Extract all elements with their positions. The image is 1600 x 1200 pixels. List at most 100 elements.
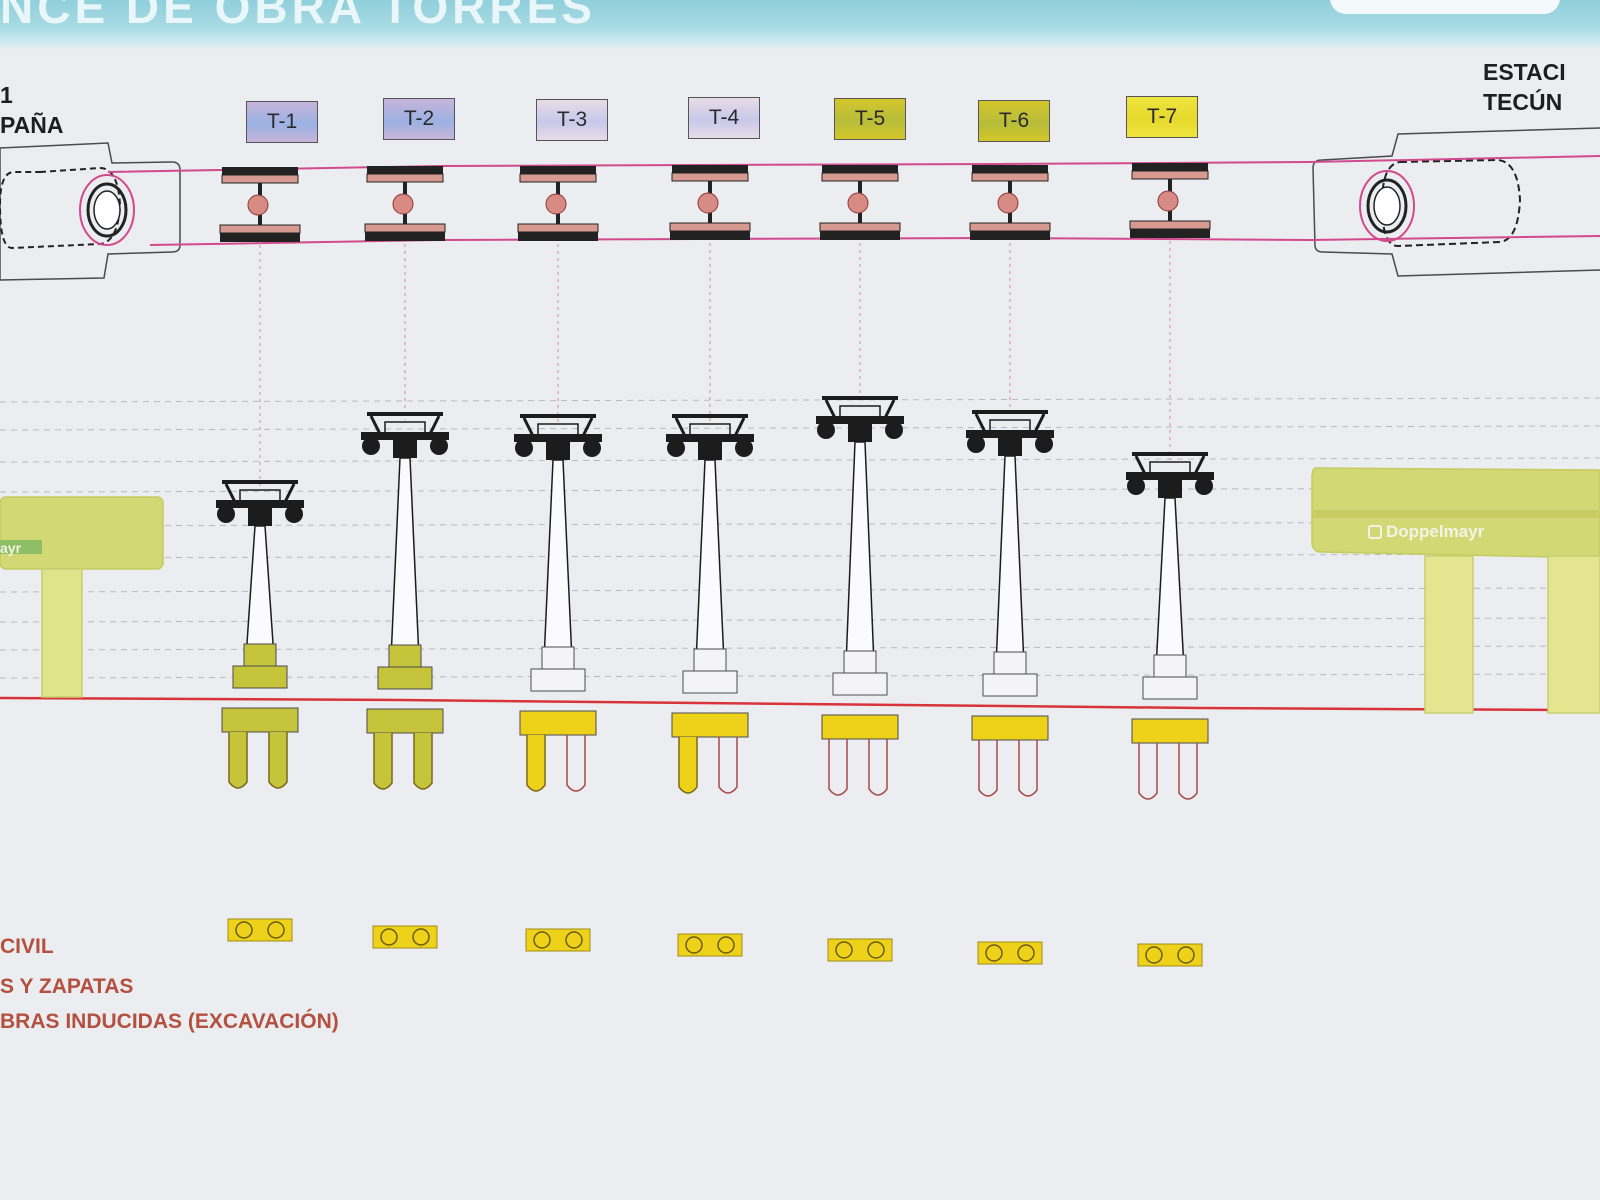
tower-4-footprint-pile-left <box>685 936 703 954</box>
tower-5-mast <box>845 441 875 666</box>
tower-1 <box>216 167 304 942</box>
tower-tag-4: T-4 <box>688 97 760 139</box>
station-right-elevation <box>1311 467 1600 714</box>
tower-6-pile-cap <box>971 715 1049 741</box>
tower-6-plan-top-rail <box>972 165 1048 174</box>
tower-3-sheave-right <box>583 439 601 457</box>
doppelmayr-logo-icon <box>1368 525 1382 539</box>
station-left-elevation <box>0 496 164 698</box>
tower-6-sheave-right <box>1035 435 1053 453</box>
tower-2 <box>361 166 449 949</box>
tower-1-footprint-pile-left <box>235 921 253 939</box>
grid-line-1 <box>0 397 1600 403</box>
tower-1-base-block <box>243 643 277 669</box>
tower-2-plan-bottom-rail <box>365 232 445 241</box>
tower-2-crossarm <box>367 412 443 416</box>
tower-3-head-hub <box>546 440 570 460</box>
tower-5-sheave-right <box>885 421 903 439</box>
tower-2-mast <box>390 457 420 660</box>
tower-6-plan-top-beam <box>971 172 1049 182</box>
tower-2-head-beam <box>361 432 449 440</box>
tower-4-pile-right <box>718 737 738 794</box>
tower-3-head-beam <box>514 434 602 442</box>
tower-3-plan-top-rail <box>520 166 596 175</box>
tower-5-sheave-left <box>817 421 835 439</box>
tower-2-sheave-left <box>362 437 380 455</box>
tower-6-footprint-pile-right <box>1017 944 1035 962</box>
tower-3-base-collar <box>530 668 586 692</box>
tower-tag-6: T-6 <box>978 100 1050 142</box>
tower-7-pile-cap <box>1131 718 1209 744</box>
tower-3-crossarm <box>520 414 596 418</box>
tower-2-pile-left <box>373 733 393 790</box>
tower-5 <box>816 165 904 962</box>
tower-4-base-collar <box>682 670 738 694</box>
tower-1-footprint <box>227 918 293 942</box>
legend-item-excavacion: BRAS INDUCIDAS (EXCAVACIÓN) <box>0 1010 339 1033</box>
tower-5-plan-mast <box>847 192 869 214</box>
tower-4-footprint-pile-right <box>717 936 735 954</box>
tower-7-head-beam <box>1126 472 1214 480</box>
tower-3-pile-right <box>566 735 586 792</box>
tower-3 <box>514 166 602 952</box>
tower-7-pile-right <box>1178 743 1198 800</box>
tower-4-plan-mast <box>697 192 719 214</box>
station-left-label: 1 PAÑA <box>0 82 64 138</box>
tower-3-plan-top-beam <box>519 173 597 183</box>
tower-4 <box>666 165 754 957</box>
tower-7-plan-mast <box>1157 190 1179 212</box>
grid-line-3 <box>0 457 1600 463</box>
tower-2-footprint-pile-left <box>380 928 398 946</box>
station-right-label: ESTACI TECÚN <box>1483 59 1566 115</box>
tower-7-sheave-left <box>1127 477 1145 495</box>
tower-1-head-beam <box>216 500 304 508</box>
header-banner: NCE DE OBRA TORRES <box>0 0 1600 50</box>
tower-tag-2: T-2 <box>383 98 455 140</box>
tower-6-head-beam <box>966 430 1054 438</box>
tower-2-base-collar <box>377 666 433 690</box>
tower-7-base-collar <box>1142 676 1198 700</box>
tower-2-plan-top-beam <box>366 173 444 183</box>
tower-3-plan-mast <box>545 193 567 215</box>
legend-item-civil: CIVIL <box>0 935 54 958</box>
ground-line <box>0 696 1561 712</box>
tower-5-pile-left <box>828 739 848 796</box>
tower-tag-5: T-5 <box>834 98 906 140</box>
tower-3-pile-cap <box>519 710 597 736</box>
tower-6-pile-left <box>978 740 998 797</box>
tower-1-head-hub <box>248 506 272 526</box>
tower-1-sheave-left <box>217 505 235 523</box>
tower-6-crossarm <box>972 410 1048 414</box>
tower-4-head-hub <box>698 440 722 460</box>
tower-6-footprint <box>977 941 1043 965</box>
tower-7-sheave-right <box>1195 477 1213 495</box>
tower-4-plan-bottom-rail <box>670 231 750 240</box>
tower-7-footprint-pile-left <box>1145 946 1163 964</box>
tower-5-plan-top-rail <box>822 165 898 174</box>
tower-3-plan-bottom-beam <box>517 223 599 233</box>
tower-1-base-collar <box>232 665 288 689</box>
tower-2-footprint <box>372 925 438 949</box>
station-left-brand: ayr <box>0 540 22 556</box>
tower-5-pile-cap <box>821 714 899 740</box>
tower-5-footprint-pile-left <box>835 941 853 959</box>
tower-2-pile-cap <box>366 708 444 734</box>
tower-3-footprint-pile-right <box>565 931 583 949</box>
grid-line-9 <box>0 645 1600 651</box>
tower-2-base-block <box>388 644 422 670</box>
tower-4-sheave-right <box>735 439 753 457</box>
tower-5-base-block <box>843 650 877 676</box>
tower-2-plan-mast <box>392 193 414 215</box>
tower-5-plan-bottom-rail <box>820 231 900 240</box>
tower-5-head-beam <box>816 416 904 424</box>
tower-6-mast <box>995 455 1025 667</box>
tower-3-footprint <box>525 928 591 952</box>
tower-1-mast <box>245 525 275 659</box>
tower-6-base-collar <box>982 673 1038 697</box>
station-left-plan <box>0 142 181 281</box>
tower-7-base-block <box>1153 654 1187 680</box>
tower-1-plan-top-rail <box>222 167 298 176</box>
tower-7-plan-top-rail <box>1132 163 1208 172</box>
station-right-brand: Doppelmayr <box>1368 522 1484 542</box>
